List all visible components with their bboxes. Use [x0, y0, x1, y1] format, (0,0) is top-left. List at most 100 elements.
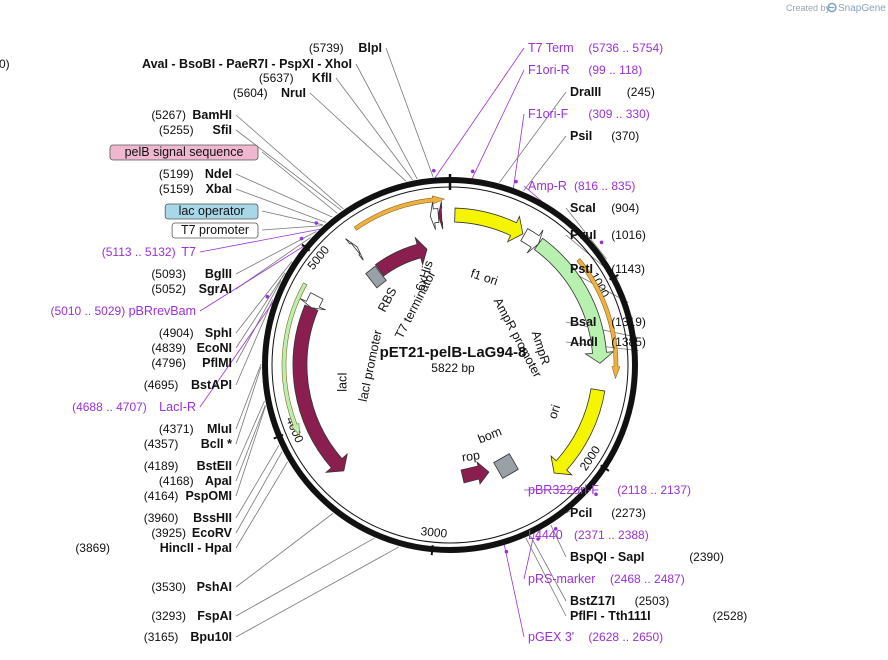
- primer-amp-r: Amp-R: [528, 179, 567, 193]
- tick-1000: [609, 273, 619, 281]
- site-pos-scai: (904): [611, 201, 639, 215]
- snapgene-logo-icon: [827, 2, 837, 13]
- site-pos-bglii: (5093): [151, 267, 186, 281]
- site-sfii: SfiI: [213, 123, 232, 137]
- plasmid-size: 5822 bp: [431, 361, 475, 375]
- site-pos-bpu10i: (3165): [144, 630, 179, 644]
- site-pos-pcii: (2273): [611, 506, 646, 520]
- site-pos-pvui: (1016): [611, 228, 646, 242]
- tick-5000: [301, 243, 311, 252]
- leader-t7-promoter: [261, 225, 323, 231]
- leader-pbr322ori-f: [523, 488, 591, 491]
- feature-laci: [292, 304, 348, 473]
- site-mlui: MluI: [207, 422, 232, 436]
- site-pos-ndei: (5199): [159, 167, 194, 181]
- primer-pos-prs-marker: (2468 .. 2487): [610, 572, 685, 586]
- primer-mark-prs-marker: [536, 537, 540, 541]
- bom-marker: [493, 453, 519, 479]
- feature-t7-terminator: [429, 201, 440, 230]
- primer-pos-f1ori-r: (99 .. 118): [588, 63, 642, 77]
- feature-label-bom: bom: [476, 424, 504, 446]
- site-ahdi: AhdI: [570, 335, 598, 349]
- primer-laci-r: LacI-R: [159, 400, 196, 414]
- rbs-marker: [365, 265, 387, 289]
- site-bpu10i: Bpu10I: [190, 630, 232, 644]
- site-pos-bcli: (4357): [144, 437, 179, 451]
- primer-mark-f1ori-f: [514, 179, 518, 184]
- site-pos-econi: (4839): [151, 341, 186, 355]
- leader-bcli: [235, 366, 262, 445]
- site-sgrai: SgrAI: [199, 282, 232, 296]
- site-pos-xbai: (5159): [159, 182, 194, 196]
- leader-hincii-hpai: [235, 461, 288, 549]
- leader-pspomi: [235, 405, 266, 497]
- feature-label-rbs: RBS: [375, 285, 399, 314]
- feature-box-t7-promoter: [171, 222, 259, 239]
- leader-blpi: [385, 47, 434, 177]
- site-pos-ahdi: (1385): [611, 335, 646, 349]
- leader-fspai: [235, 537, 375, 617]
- leader-bpu10i: [235, 546, 400, 638]
- primer-pbr322ori-f: pBR322ori-F: [528, 483, 599, 497]
- leader-econi: [235, 272, 286, 349]
- site-pos-pspomi: (4164): [144, 489, 179, 503]
- site-pos-pshai: (3530): [151, 580, 186, 594]
- site-pos-kfli: (5637): [259, 71, 294, 85]
- site-pos-bsteii: (4189): [144, 459, 179, 473]
- feature-laci-green: [281, 282, 308, 437]
- leader-ecorv: [235, 451, 283, 534]
- feature-6xhis: [437, 201, 444, 230]
- site-ecorv: EcoRV: [192, 526, 233, 540]
- primer-pos-pbrrevbam: (5010 .. 5029): [50, 304, 125, 318]
- site-pos-hincii-hpai: (3869): [75, 541, 110, 555]
- primer-prs-marker: pRS-marker: [528, 572, 595, 586]
- site-xbai: XbaI: [206, 182, 232, 196]
- site-apai: ApaI: [205, 474, 232, 488]
- primer-mark-laci-r: [265, 294, 270, 299]
- feature-ampr-promoter: [520, 228, 544, 254]
- primer-f1ori-f: F1ori-F: [528, 107, 569, 121]
- site-fspai: FspAI: [197, 609, 232, 623]
- leader-mlui: [235, 363, 262, 430]
- leader-lac-operator: [261, 210, 324, 226]
- site-pos-sfii: (5255): [159, 123, 194, 137]
- primer-t7: T7: [181, 245, 196, 259]
- site-pos-sgrai: (5052): [151, 282, 186, 296]
- site-pcii: PciI: [570, 506, 592, 520]
- site-bstapi: BstAPI: [191, 378, 232, 392]
- site-pos-ecorv: (3925): [151, 526, 186, 540]
- leader-sfii: [235, 129, 342, 211]
- feature-label-rop: rop: [461, 448, 481, 464]
- primer-mark-pgex-3: [504, 549, 509, 554]
- site-pflfi-tth111i: PflFI - Tth111I: [570, 609, 651, 623]
- feature-label-ori: ori: [546, 403, 564, 421]
- created-by-text: Created by: [786, 3, 831, 13]
- tick-label-3000: 3000: [420, 524, 448, 541]
- site-pspomi: PspOMI: [185, 489, 232, 503]
- leader-f1ori-f: [512, 113, 525, 190]
- leader-pcii: [565, 510, 571, 514]
- primer-mark-l4440: [553, 527, 558, 531]
- site-pos-sphi: (4904): [159, 326, 194, 340]
- primer-l4440: L4440: [528, 528, 563, 542]
- feature-insert-orange: [353, 195, 446, 231]
- leader-pshai: [235, 513, 334, 588]
- primer-pos-f1ori-f: (309 .. 330): [588, 107, 649, 121]
- site-sphi: SphI: [205, 326, 232, 340]
- leader-sphi: [235, 261, 293, 334]
- leader-bamhi: [235, 114, 344, 210]
- site-bglii: BglII: [205, 267, 232, 281]
- tick-3000: [430, 545, 434, 556]
- primer-f1ori-r: F1ori-R: [528, 63, 570, 77]
- primer-pos-pgex-3: (2628 .. 2650): [588, 630, 663, 644]
- site-pos-apai: (4168): [159, 474, 194, 488]
- feature-label-laci-promoter: lacI promoter: [356, 329, 385, 403]
- site-pshai: PshAI: [197, 580, 232, 594]
- leader-bstapi: [235, 299, 274, 386]
- site-bstz17i: BstZ17I: [570, 594, 615, 608]
- leader-laci-r: [199, 299, 276, 408]
- site-kfli: KflI: [312, 71, 332, 85]
- site-pos-bstapi: (4695): [144, 378, 179, 392]
- primer-pos-l4440: (2371 .. 2388): [574, 528, 649, 542]
